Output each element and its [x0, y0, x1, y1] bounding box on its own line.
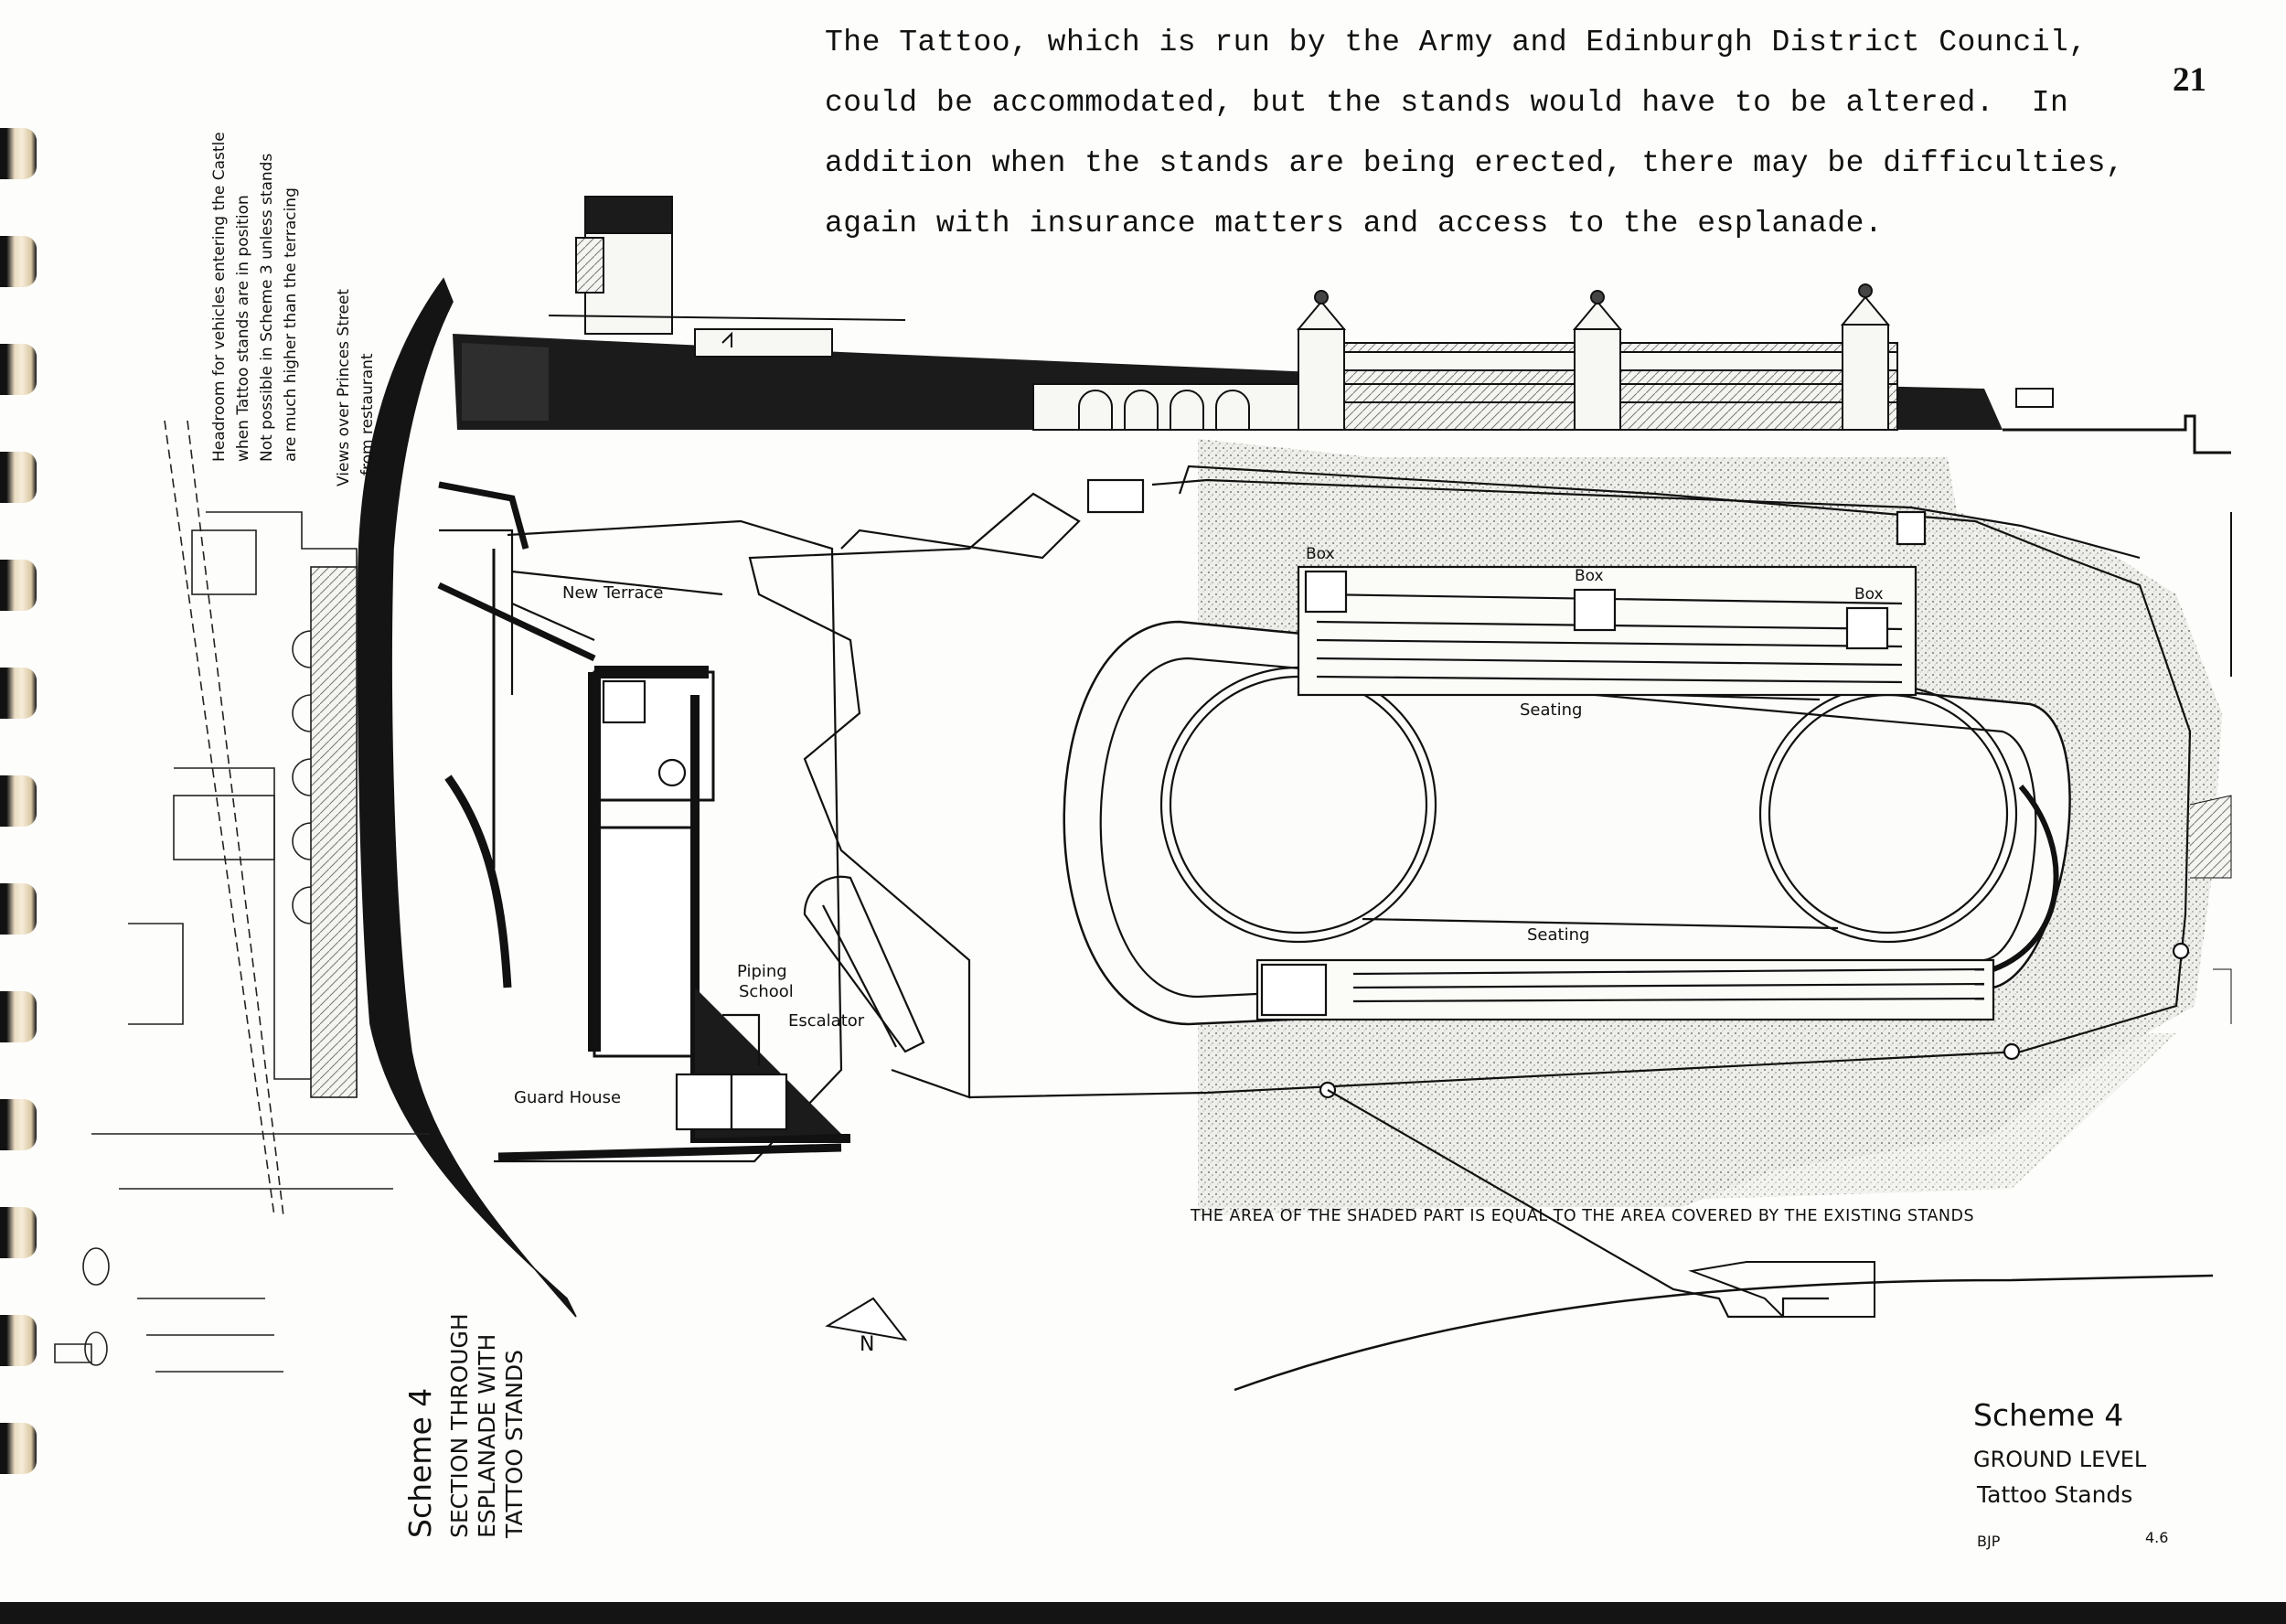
label-new-terrace: New Terrace — [562, 583, 664, 603]
ground-plan — [437, 465, 2192, 1319]
shaded-area-note: THE AREA OF THE SHADED PART IS EQUAL TO … — [1191, 1207, 1975, 1225]
label-piping-school: School — [739, 982, 794, 1001]
section-caption-line: SECTION THROUGH — [446, 1313, 473, 1538]
headroom-note-line: Not possible in Scheme 3 unless stands — [258, 153, 276, 462]
label-piping-school: Piping — [737, 962, 787, 981]
scan-edge — [0, 1602, 2286, 1624]
body-text-line: again with insurance matters and access … — [825, 207, 1884, 240]
esplanade-section — [453, 196, 2231, 454]
label-seating: Seating — [1527, 925, 1590, 945]
section-caption-scheme: Scheme 4 — [402, 1387, 438, 1538]
headroom-note-line: Headroom for vehicles entering the Castl… — [210, 132, 229, 462]
label-guard-house: Guard House — [514, 1088, 622, 1107]
label-escalator: Escalator — [788, 1011, 865, 1031]
plan-caption-ref: 4.6 — [2145, 1529, 2169, 1546]
views-note-line: from restaurant — [358, 353, 377, 475]
headroom-note-line: when Tattoo stands are in position — [234, 195, 252, 462]
label-box: Box — [1575, 567, 1604, 585]
vertical-section — [54, 277, 577, 1373]
body-text-line: The Tattoo, which is run by the Army and… — [825, 26, 2088, 59]
headroom-note-line: are much higher than the terracing — [282, 187, 300, 462]
body-text-line: could be accommodated, but the stands wo… — [825, 86, 2069, 120]
north-arrow — [825, 1297, 908, 1341]
plan-caption-initials: BJP — [1977, 1533, 2001, 1550]
views-note-line: Views over Princes Street — [335, 288, 353, 486]
label-box: Box — [1854, 585, 1884, 604]
section-caption-line: ESPLANADE WITH — [474, 1333, 500, 1538]
label-seating: Seating — [1520, 700, 1583, 720]
label-box: Box — [1306, 545, 1335, 563]
north-label: N — [860, 1333, 875, 1356]
plan-caption-scheme: Scheme 4 — [1973, 1397, 2124, 1433]
road-curve — [1234, 1274, 2214, 1392]
plan-caption-subject: Tattoo Stands — [1977, 1481, 2133, 1508]
plan-caption-level: GROUND LEVEL — [1973, 1447, 2147, 1472]
page-number: 21 — [2173, 61, 2206, 99]
body-text-line: addition when the stands are being erect… — [825, 146, 2125, 180]
section-caption-line: TATTOO STANDS — [501, 1349, 528, 1538]
